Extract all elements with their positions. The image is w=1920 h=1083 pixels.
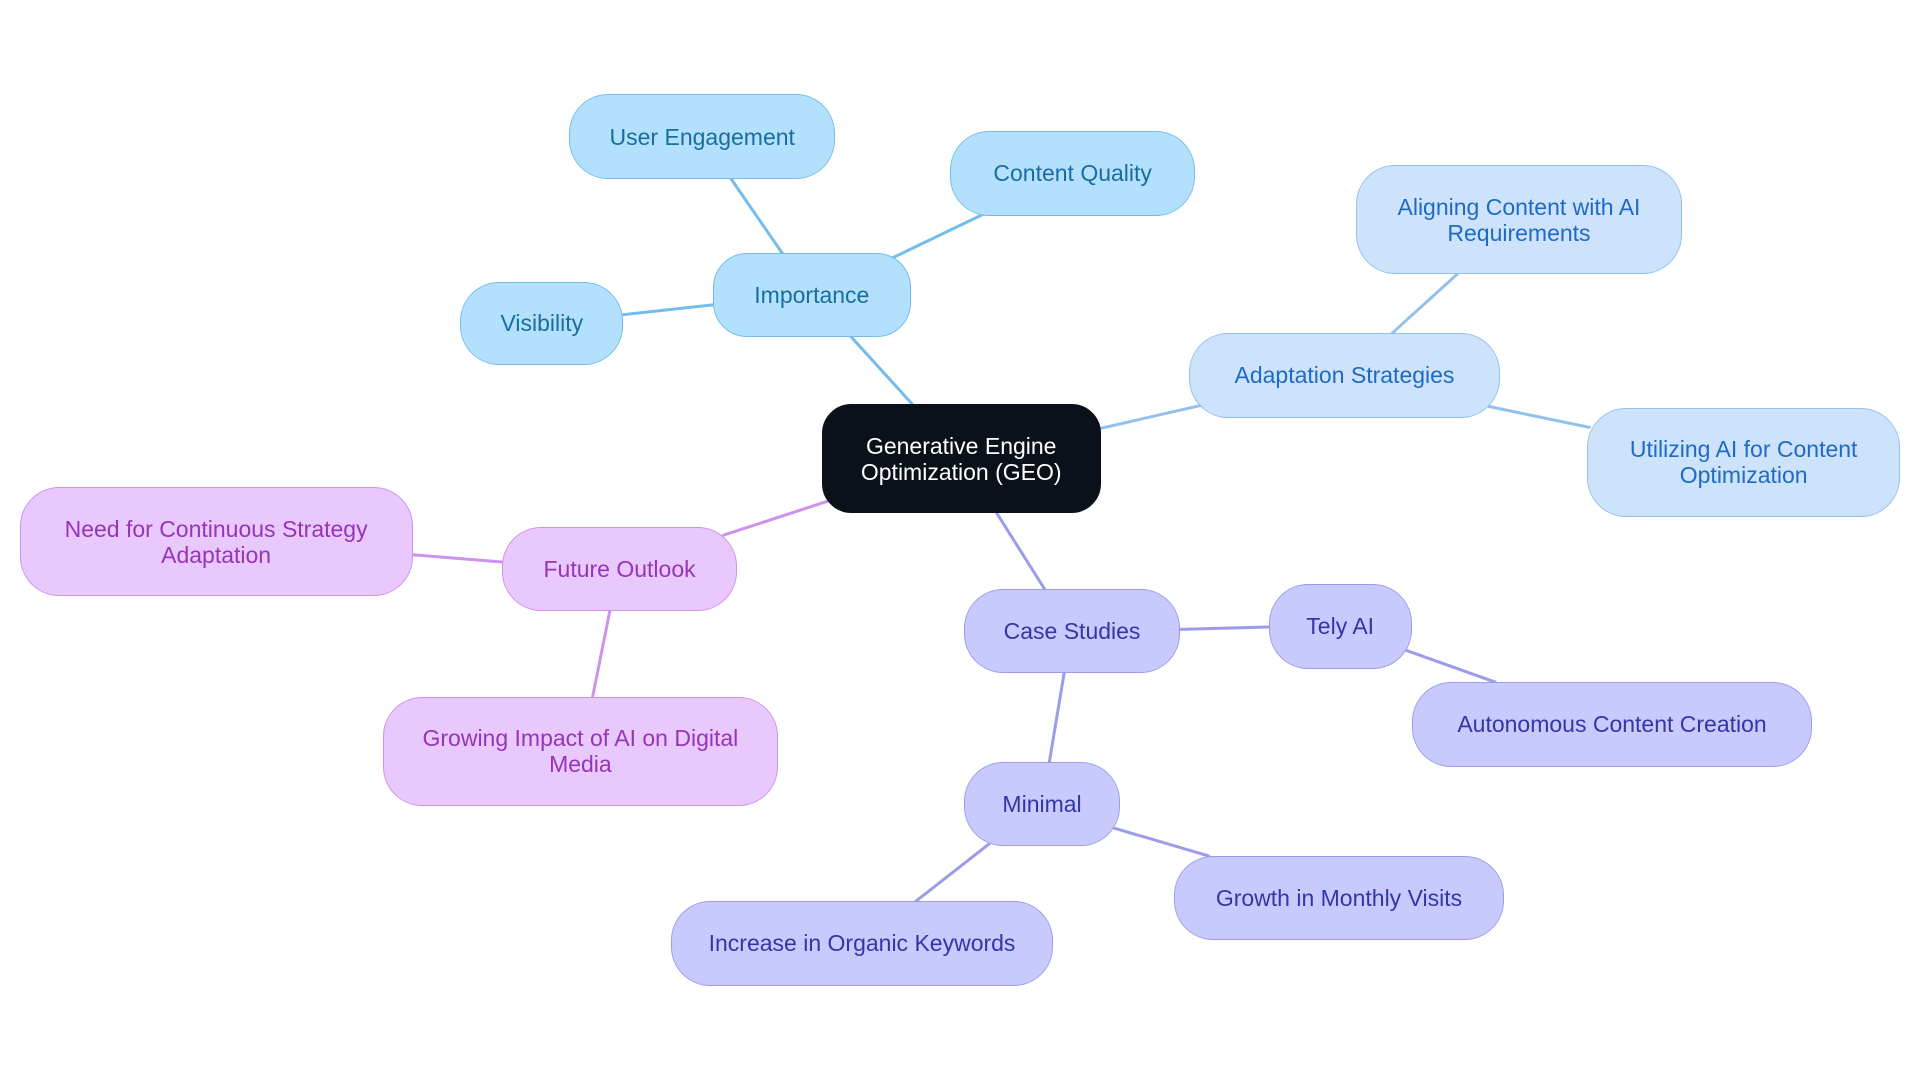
node-continuous-strategy: Need for Continuous Strategy Adaptation	[19, 487, 413, 597]
connector-geo-to-importance	[849, 335, 914, 406]
node-growth-monthly-visits: Growth in Monthly Visits	[1174, 855, 1504, 941]
importance-label: Importance	[754, 282, 870, 309]
node-future-outlook: Future Outlook	[502, 526, 738, 611]
node-increase-organic-keywords: Increase in Organic Keywords	[671, 901, 1054, 986]
connector-case-studies-to-tely-ai	[1178, 625, 1271, 631]
connector-importance-to-content-quality	[889, 212, 985, 260]
utilizing-ai-label: Utilizing AI for Content Optimization	[1629, 436, 1858, 489]
node-adaptation-strategies: Adaptation Strategies	[1188, 333, 1500, 418]
connector-adaptation-strategies-to-aligning-content	[1390, 272, 1459, 335]
node-aligning-content: Aligning Content with AI Requirements	[1355, 165, 1683, 275]
node-autonomous-content: Autonomous Content Creation	[1411, 682, 1813, 767]
connector-tely-ai-to-autonomous-content	[1404, 648, 1497, 684]
tely-ai-label: Tely AI	[1306, 613, 1375, 640]
node-case-studies: Case Studies	[963, 588, 1181, 674]
node-tely-ai: Tely AI	[1268, 584, 1412, 669]
connector-importance-to-user-engagement	[729, 177, 784, 255]
geo-label: Generative Engine Optimization (GEO)	[860, 432, 1062, 485]
content-quality-label: Content Quality	[993, 160, 1152, 187]
connector-geo-to-future-outlook	[722, 498, 835, 537]
connector-minimal-to-growth-monthly-visits	[1111, 826, 1211, 858]
case-studies-label: Case Studies	[1003, 618, 1141, 645]
connector-minimal-to-increase-organic-keywords	[914, 842, 991, 903]
node-user-engagement: User Engagement	[569, 94, 836, 179]
node-utilizing-ai: Utilizing AI for Content Optimization	[1586, 407, 1901, 517]
connector-future-outlook-to-growing-impact	[591, 609, 612, 699]
node-growing-impact: Growing Impact of AI on Digital Media	[383, 696, 778, 806]
aligning-content-label: Aligning Content with AI Requirements	[1397, 193, 1641, 246]
connector-future-outlook-to-continuous-strategy	[411, 553, 504, 564]
continuous-strategy-label: Need for Continuous Strategy Adaptation	[64, 515, 368, 568]
connector-adaptation-strategies-to-utilizing-ai	[1487, 405, 1591, 429]
user-engagement-label: User Engagement	[609, 123, 795, 150]
connector-geo-to-adaptation-strategies	[1098, 403, 1203, 431]
visibility-label: Visibility	[500, 310, 584, 337]
node-visibility: Visibility	[460, 281, 624, 365]
connector-importance-to-visibility	[621, 303, 715, 317]
future-outlook-label: Future Outlook	[543, 555, 696, 582]
growth-monthly-visits-label: Growth in Monthly Visits	[1215, 885, 1463, 912]
increase-organic-keywords-label: Increase in Organic Keywords	[708, 930, 1016, 957]
adaptation-strategies-label: Adaptation Strategies	[1234, 362, 1455, 389]
autonomous-content-label: Autonomous Content Creation	[1457, 711, 1767, 738]
connector-geo-to-case-studies	[995, 511, 1046, 591]
node-importance: Importance	[712, 253, 911, 337]
connector-case-studies-to-minimal	[1047, 671, 1066, 764]
growing-impact-label: Growing Impact of AI on Digital Media	[422, 725, 739, 778]
minimal-label: Minimal	[1002, 790, 1082, 817]
node-content-quality: Content Quality	[950, 131, 1196, 216]
node-minimal: Minimal	[963, 761, 1121, 847]
root-node-geo: Generative Engine Optimization (GEO)	[821, 404, 1101, 514]
